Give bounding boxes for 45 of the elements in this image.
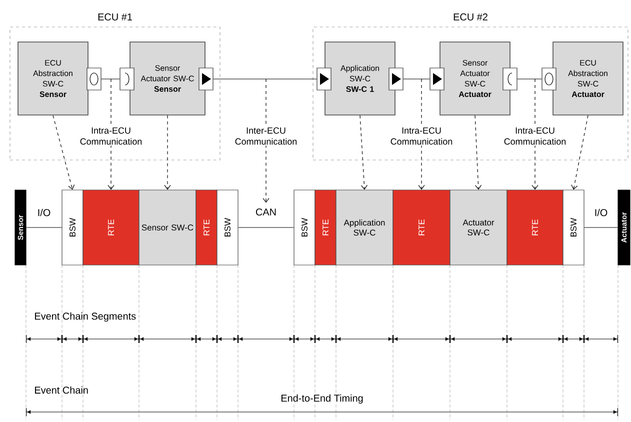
port-symbol bbox=[430, 68, 444, 90]
bus-line bbox=[26, 227, 62, 228]
rte-block: RTE bbox=[314, 190, 336, 266]
rte-block: RTE bbox=[82, 190, 140, 266]
bus-label: CAN bbox=[256, 208, 276, 216]
rte-block: RTE bbox=[506, 190, 564, 266]
bsw-block: BSW bbox=[62, 190, 84, 266]
rte-block: RTE bbox=[392, 190, 450, 266]
bsw-block: BSW bbox=[562, 190, 584, 266]
dashed-arrow bbox=[262, 78, 270, 203]
edge-label: Intra-ECU Communication bbox=[384, 126, 458, 146]
component-block: Actuator SW-C bbox=[450, 190, 508, 266]
edge-label: Intra-ECU Communication bbox=[74, 126, 148, 146]
bsw-block: BSW bbox=[216, 190, 238, 266]
port-symbol bbox=[502, 68, 518, 90]
port-symbol bbox=[120, 68, 134, 90]
chart-label: Event Chain Segments bbox=[35, 312, 136, 322]
dashed-arrow bbox=[571, 115, 588, 190]
connector-line bbox=[213, 78, 317, 80]
connector-line bbox=[403, 78, 430, 80]
bus-line bbox=[584, 227, 618, 228]
bus-line bbox=[238, 227, 294, 228]
rte-block: RTE bbox=[196, 190, 218, 266]
edge-label: I/O bbox=[593, 208, 609, 218]
bsw-block: BSW bbox=[294, 190, 316, 266]
edge-label: Inter-ECU Communication bbox=[229, 126, 303, 146]
port-symbol bbox=[542, 68, 556, 90]
port-symbol bbox=[198, 68, 214, 90]
dashed-arrow bbox=[474, 115, 482, 190]
port-symbol bbox=[316, 68, 332, 90]
component-block: Sensor SW-C bbox=[138, 190, 196, 266]
port-symbol bbox=[86, 68, 102, 90]
edge-label: Intra-ECU Communication bbox=[498, 126, 572, 146]
dashed-arrow bbox=[360, 115, 368, 190]
dashed-arrow bbox=[52, 115, 75, 190]
node-label: ECU #2 bbox=[454, 13, 488, 20]
node-label: ECU #1 bbox=[98, 13, 132, 20]
connector-line bbox=[101, 78, 120, 80]
port-symbol bbox=[388, 68, 404, 90]
connector-line bbox=[517, 78, 542, 80]
chart-label: Event Chain bbox=[35, 386, 88, 394]
dashed-arrow bbox=[164, 115, 171, 190]
component-block: Application SW-C bbox=[336, 190, 394, 266]
edge-label: I/O bbox=[36, 208, 52, 218]
chart-label: End-to-End Timing bbox=[280, 393, 364, 405]
